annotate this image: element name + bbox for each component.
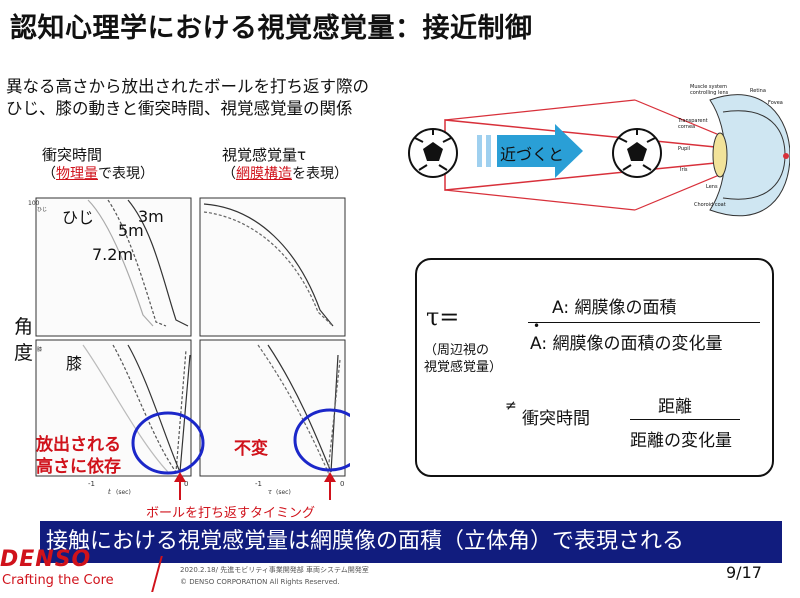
approach-label: 近づくと [500,145,565,164]
xtick-right-0: 0 [340,480,344,488]
timing-note: ボールを打ち返すタイミング [146,506,316,521]
angle-axis-label-1: 角 [14,316,34,338]
eye-label-pupil: Pupil [678,146,691,152]
summary-banner: 接触における視覚感覚量は網膜像の面積（立体角）で表現される [40,521,782,563]
eye-label-cornea: Transparent cornea [678,118,708,130]
distance-denominator: 距離の変化量 [630,431,732,451]
left-col-heading: 衝突時間 [42,146,103,164]
label-5m: 5m [118,221,144,240]
footer-date-dept: 2020.2.18/ 先進モビリティ事業開発部 車両システム開発室 [180,566,369,574]
panel-knee-time [35,339,192,477]
distance-numerator: 距離 [658,397,692,417]
xlabel-right: τ [268,488,272,496]
peripheral-note: （周辺視の 視覚感覚量） [424,342,502,376]
curve-elbow-3m [127,199,189,327]
paren-open: （ [42,166,56,182]
graph-figure: 100 ひじ 膝 -1 0 t (sec) -1 0 τ (sec) [28,197,350,500]
xunit-left: (sec) [116,489,131,496]
eye-label-lens: Lens [706,184,718,190]
intro-line-1: 異なる高さから放出されたボールを打ち返す際の [6,77,369,96]
not-equal-sign: ≠ [505,398,517,414]
fraction-bar-1 [528,322,760,323]
left-col-sub: （物理量で表現） [42,165,154,184]
curve-tau-elbow-a [203,203,334,327]
page-title: 認知心理学における視覚感覚量：接近制御 [10,13,533,44]
eye-label-choroid: Choroid coat [694,202,726,208]
curve-knee-5m [112,344,187,474]
denso-logo: DENSO [0,547,92,572]
fraction-bar-2 [630,419,740,420]
eye-label-retina: Retina [750,88,766,94]
formula-denominator: A: 網膜像の面積の変化量 [530,334,723,354]
angle-axis-label-2: 度 [14,342,34,364]
paren-close: で表現） [98,166,154,182]
highlight-circle-left [131,411,205,475]
approach-diagram [408,94,790,217]
retinal-structure-label: 網膜構造 [236,166,292,182]
arrow-head-right-icon [324,472,336,482]
outer-ray-top [444,99,636,121]
footer-copyright: © DENSO CORPORATION All Rights Reserved. [180,578,340,586]
xtick-right-neg1: -1 [255,480,262,488]
right-col-sub: （網膜構造を表現） [222,165,348,184]
eye-label-fovea: Fovea [768,100,783,106]
collision-time-label: 衝突時間 [522,409,590,429]
note-line-1: （周辺視の [424,343,490,358]
xtick-left-0: 0 [184,480,188,488]
curve-knee-7m [82,344,169,473]
depends-line-1: 放出される [36,435,121,455]
arrow-head-left-icon [174,472,186,482]
formula-numerator: A: 網膜像の面積 [552,298,677,318]
panel-elbow-time [35,197,192,337]
label-elbow: ひじ [62,208,95,227]
formula-box [415,258,774,477]
right-col-heading: 視覚感覚量τ [222,146,307,164]
xtick-left-neg1: -1 [88,480,95,488]
eye-diagram-icon [709,94,790,217]
depends-on-height-note: 放出される 高さに依存 [36,434,121,478]
intro-line-2: ひじ、膝の動きと衝突時間、視覚感覚量の関係 [6,99,353,118]
physical-quantity-label: 物理量 [56,166,98,182]
paren-close: を表現） [292,166,348,182]
curve-tau-knee-a [267,344,339,473]
approach-arrow-icon [477,124,583,178]
depends-line-2: 高さに依存 [36,457,121,477]
label-7-2m: 7.2m [92,245,134,264]
a-dot: • [533,319,541,333]
curve-elbow-5m [107,199,167,327]
xlabel-left: t [108,488,111,496]
note-line-2: 視覚感覚量） [424,360,503,375]
far-ball-icon [408,128,458,178]
page-number: 9/17 [726,563,762,582]
tick-100: 100 [28,200,40,207]
tick-knee: 膝 [37,346,42,353]
near-ball-icon [612,128,662,178]
highlight-circle-right [293,408,350,472]
curve-elbow-7m [87,199,154,327]
tau-equals: τ= [426,303,460,331]
panel-knee-tau [199,339,346,477]
label-knee: 膝 [66,354,83,373]
outer-ray-bottom [444,189,636,211]
tagline: Crafting the Core [2,573,114,588]
xunit-right: (sec) [276,489,291,496]
tick-elbow: ひじ [37,207,47,213]
curve-tau-knee-b [257,344,341,475]
eye-label-muscle: Muscle system controlling lens [690,84,729,96]
label-3m: 3m [138,207,164,226]
invariant-note: 不変 [234,439,268,459]
intro-text: 異なる高さから放出されたボールを打ち返す際の ひじ、膝の動きと衝突時間、視覚感覚… [6,76,369,120]
panel-elbow-tau [199,197,346,337]
curve-tau-elbow-b [203,211,334,327]
eye-label-iris: Iris [680,167,688,173]
paren-open: （ [222,166,236,182]
